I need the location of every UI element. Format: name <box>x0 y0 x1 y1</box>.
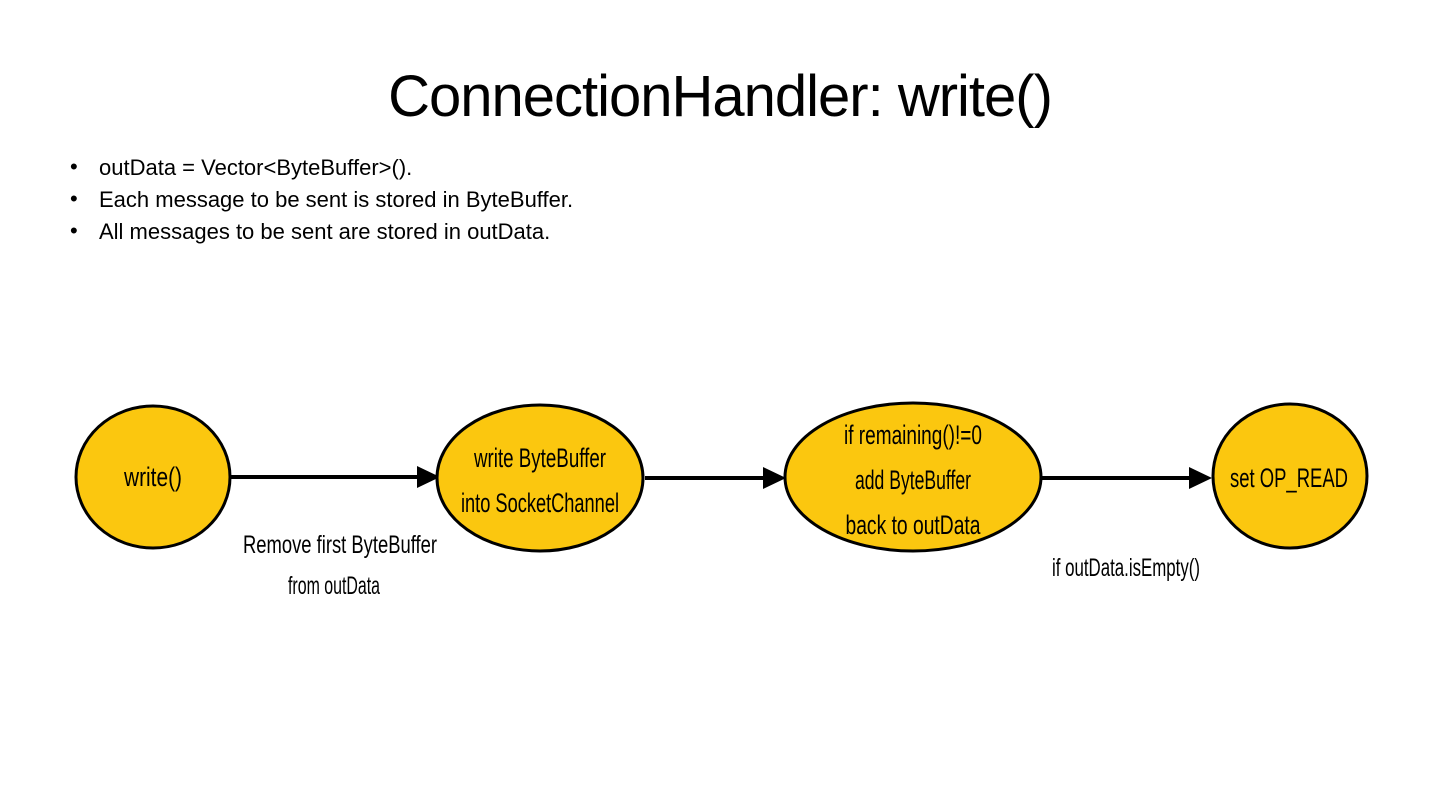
edge-label-line: if outData.isEmpty() <box>1052 554 1200 582</box>
node-ellipse <box>783 401 1043 553</box>
bullet-item: All messages to be sent are stored in ou… <box>70 215 573 248</box>
arrow-head-icon <box>1189 467 1212 489</box>
node-label-line: add ByteBuffer <box>855 465 971 495</box>
edge-label-line: Remove first ByteBuffer <box>243 531 437 559</box>
node-if-remaining-add-bytebuffer-back: if remaining()!=0 add ByteBuffer back to… <box>783 401 1043 553</box>
arrow-ifremaining-to-setopread <box>1041 467 1212 489</box>
slide-title: ConnectionHandler: write() <box>388 64 1053 129</box>
node-label-line: back to outData <box>846 510 982 540</box>
arrow-writebytebuffer-to-ifremaining <box>645 467 786 489</box>
arrow-head-icon <box>417 466 440 488</box>
node-label-line: write ByteBuffer <box>473 443 606 473</box>
node-label-line: into SocketChannel <box>461 488 619 518</box>
node-label-line: if remaining()!=0 <box>844 420 982 450</box>
arrow-write-to-writebytebuffer <box>231 466 440 488</box>
node-ellipse <box>1211 402 1369 550</box>
node-ellipse <box>435 403 645 553</box>
node-write-bytebuffer-into-socketchannel: write ByteBuffer into SocketChannel <box>435 403 645 553</box>
edge-label-if-outdata-isempty: if outData.isEmpty() <box>1052 554 1200 582</box>
bullet-item: Each message to be sent is stored in Byt… <box>70 183 573 216</box>
node-write: write() <box>74 404 232 550</box>
edge-label-remove-first-bytebuffer: Remove first ByteBuffer from outData <box>243 531 437 600</box>
bullet-item: outData = Vector<ByteBuffer>(). <box>70 151 573 184</box>
node-ellipse <box>74 404 232 550</box>
node-set-op-read: set OP_READ <box>1211 402 1369 550</box>
node-label-line: write() <box>123 462 182 492</box>
bullet-list: outData = Vector<ByteBuffer>(). Each mes… <box>70 151 573 248</box>
arrow-head-icon <box>763 467 786 489</box>
edge-label-line: from outData <box>288 572 380 600</box>
node-label-line: set OP_READ <box>1230 463 1348 493</box>
